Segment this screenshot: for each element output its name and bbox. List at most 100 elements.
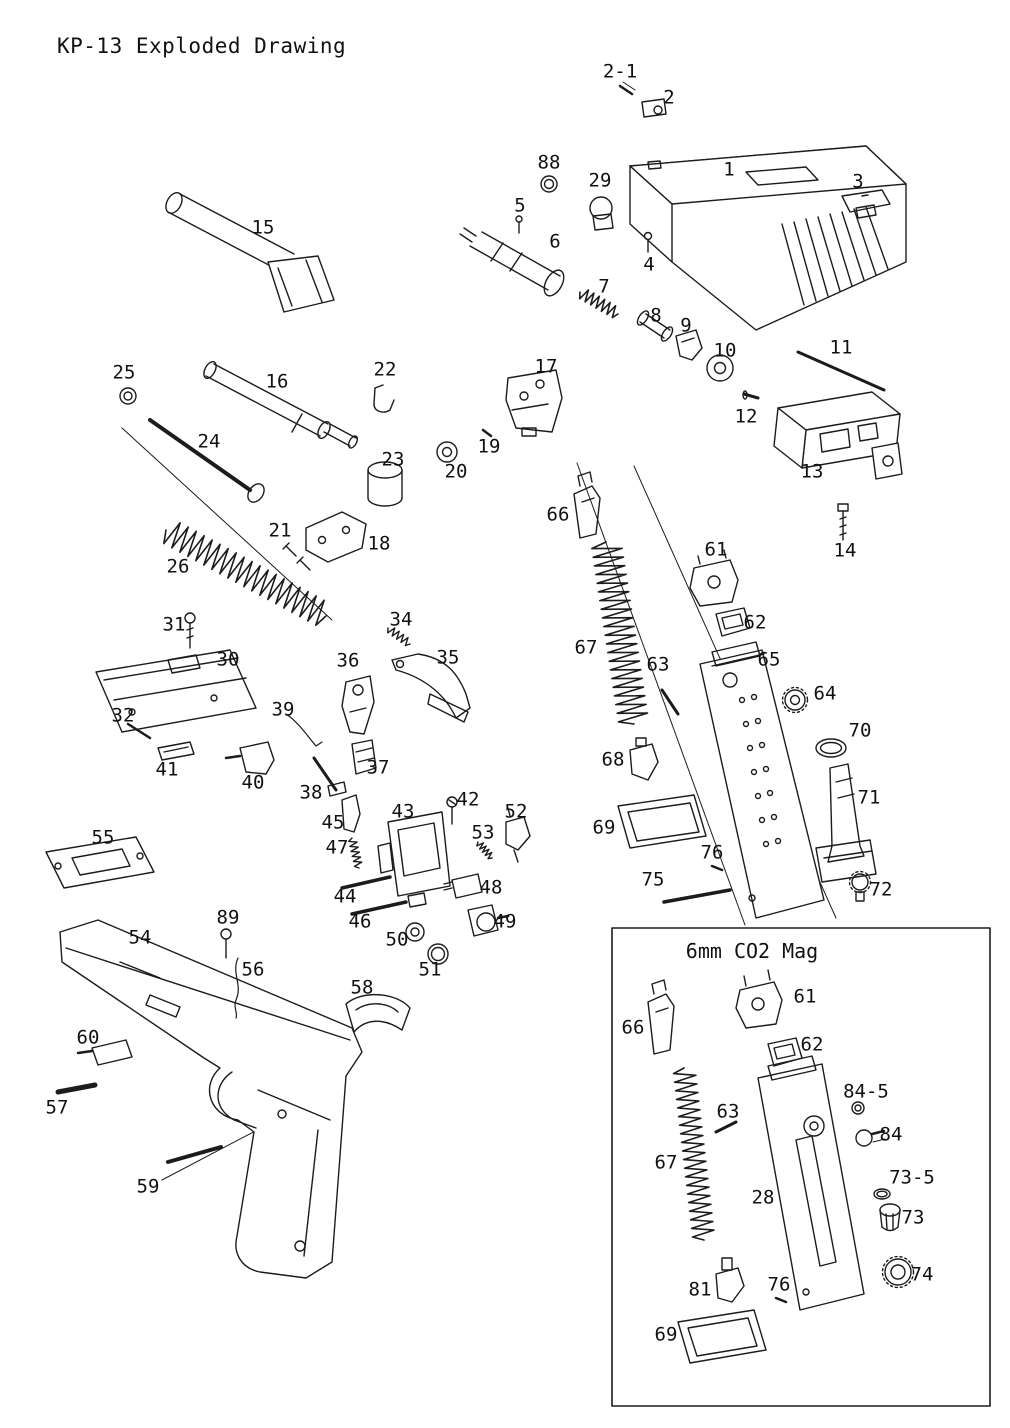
part-label-81: 81	[688, 1278, 712, 1301]
part-label-17: 17	[534, 355, 558, 378]
part-17	[505, 369, 563, 437]
part-label-56: 56	[241, 958, 265, 981]
inset-part-69-base-plate	[677, 1309, 767, 1364]
part-label-49: 49	[493, 910, 517, 933]
part-label-66: 66	[546, 503, 570, 526]
part-label-61: 61	[793, 985, 817, 1008]
part-35-trigger-bar	[391, 653, 471, 723]
part-label-74: 74	[910, 1263, 934, 1286]
inset-part-63-pin	[714, 1120, 738, 1134]
part-label-88: 88	[537, 151, 561, 174]
part-label-37: 37	[366, 756, 390, 779]
part-58	[345, 993, 411, 1033]
part-38-rod	[312, 756, 347, 797]
part-label-42: 42	[456, 788, 480, 811]
inset-part-74-cap	[881, 1255, 915, 1289]
part-10	[706, 354, 734, 382]
part-32-pin	[126, 722, 152, 740]
inset-title: 6mm CO2 Mag	[685, 939, 819, 963]
part-43-housing	[377, 811, 451, 908]
part-label-47: 47	[325, 836, 349, 859]
part-40	[224, 741, 275, 775]
part-39-wire-spring	[285, 713, 323, 747]
part-label-61: 61	[704, 538, 728, 561]
part-45	[341, 794, 361, 833]
part-36	[341, 675, 375, 735]
part-label-23: 23	[381, 448, 405, 471]
part-label-58: 58	[350, 976, 374, 999]
inset-part-61	[735, 969, 783, 1029]
part-label-45: 45	[321, 811, 345, 834]
part-label-62: 62	[800, 1033, 824, 1056]
part-label-76: 76	[767, 1273, 791, 1296]
part-69-base-plate	[617, 794, 707, 849]
part-64-knob	[781, 686, 809, 714]
part-48	[443, 873, 483, 899]
part-label-8: 8	[650, 304, 662, 327]
part-label-62: 62	[743, 611, 767, 634]
part-42-screw	[446, 796, 458, 825]
part-label-13: 13	[800, 460, 824, 483]
part-label-39: 39	[271, 698, 295, 721]
inset-border	[611, 927, 991, 1407]
part-59-pin	[166, 1145, 223, 1164]
inset-part-73-5-oring	[873, 1188, 891, 1200]
part-47-spring	[348, 837, 363, 869]
part-9	[675, 329, 703, 361]
part-75-rod	[662, 888, 732, 904]
part-label-35: 35	[436, 646, 460, 669]
part-label-40: 40	[241, 771, 265, 794]
part-label-28: 28	[751, 1186, 775, 1209]
part-label-21: 21	[268, 519, 292, 542]
part-label-55: 55	[91, 826, 115, 849]
part-50-screw	[405, 922, 425, 942]
part-65-magazine	[699, 641, 825, 919]
part-label-73: 73	[901, 1206, 925, 1229]
part-label-60: 60	[76, 1026, 100, 1049]
part-70-oring	[815, 738, 847, 758]
part-label-67: 67	[574, 636, 598, 659]
part-label-71: 71	[857, 786, 881, 809]
part-label-2: 2	[663, 86, 675, 109]
part-14-screw	[837, 503, 849, 541]
part-label-41: 41	[155, 758, 179, 781]
part-89-screw	[220, 928, 232, 959]
part-11-rod	[796, 350, 886, 392]
part-49	[467, 904, 510, 937]
part-label-22: 22	[373, 358, 397, 381]
part-7-spring	[578, 289, 619, 319]
inset-part-81	[715, 1257, 745, 1303]
part-label-26: 26	[166, 555, 190, 578]
part-60	[76, 1039, 133, 1066]
part-label-66: 66	[621, 1016, 645, 1039]
part-76-pin	[710, 864, 724, 872]
inset-part-84-5-oring	[851, 1101, 865, 1115]
part-4-screw	[643, 231, 653, 253]
part-label-84-5: 84-5	[843, 1080, 889, 1103]
part-label-4: 4	[643, 253, 655, 276]
part-label-2-1: 2-1	[602, 60, 638, 83]
part-3-rear-sight	[841, 189, 891, 219]
part-label-9: 9	[680, 314, 692, 337]
part-21-screws	[282, 542, 311, 571]
part-label-30: 30	[216, 648, 240, 671]
part-label-57: 57	[45, 1096, 69, 1119]
part-51-oring	[427, 943, 449, 965]
part-label-11: 11	[829, 336, 853, 359]
inset-part-67-spring	[672, 1067, 715, 1241]
part-label-70: 70	[848, 719, 872, 742]
part-label-89: 89	[216, 906, 240, 929]
inset-part-73-cap	[879, 1203, 901, 1232]
part-label-84: 84	[879, 1123, 903, 1146]
part-12-pin	[742, 390, 760, 400]
part-label-31: 31	[162, 613, 186, 636]
part-label-24: 24	[197, 430, 221, 453]
part-label-5: 5	[514, 194, 526, 217]
part-55-rail-plate	[45, 836, 155, 889]
part-16-tube	[203, 361, 359, 449]
part-label-73-5: 73-5	[889, 1166, 935, 1189]
part-24-guide-rod	[148, 418, 265, 503]
part-label-16: 16	[265, 370, 289, 393]
part-label-15: 15	[251, 216, 275, 239]
